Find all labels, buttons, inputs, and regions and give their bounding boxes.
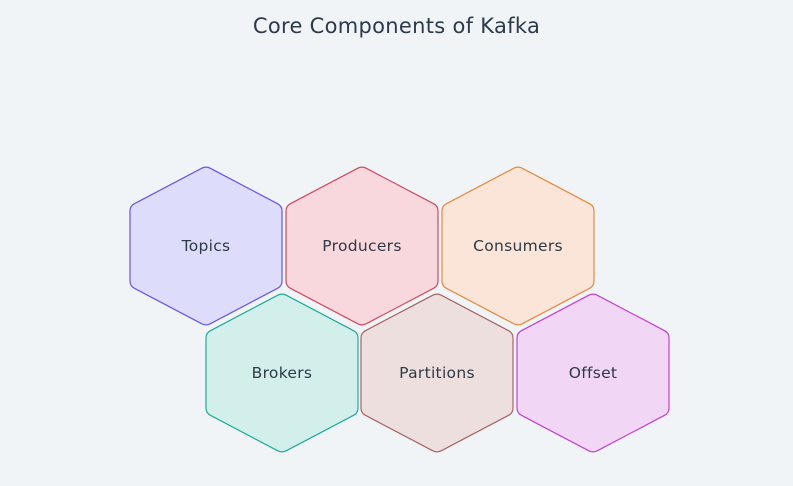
hex-shape [516,293,670,453]
hex-label: Producers [322,237,401,255]
hex-label: Brokers [252,364,313,382]
hex-shape [205,293,359,453]
hex-label: Consumers [473,237,563,255]
hex-label: Partitions [399,364,475,382]
page-title: Core Components of Kafka [252,14,541,38]
hex-partitions[interactable]: Partitions [360,293,514,453]
hex-shape [360,293,514,453]
hex-topics[interactable]: Topics [129,166,283,326]
hex-shape [129,166,283,326]
hex-shape [285,166,439,326]
hex-label: Offset [569,364,618,382]
hex-offset[interactable]: Offset [516,293,670,453]
hex-brokers[interactable]: Brokers [205,293,359,453]
hex-shape [441,166,595,326]
hex-consumers[interactable]: Consumers [441,166,595,326]
hex-producers[interactable]: Producers [285,166,439,326]
hex-label: Topics [181,237,231,255]
